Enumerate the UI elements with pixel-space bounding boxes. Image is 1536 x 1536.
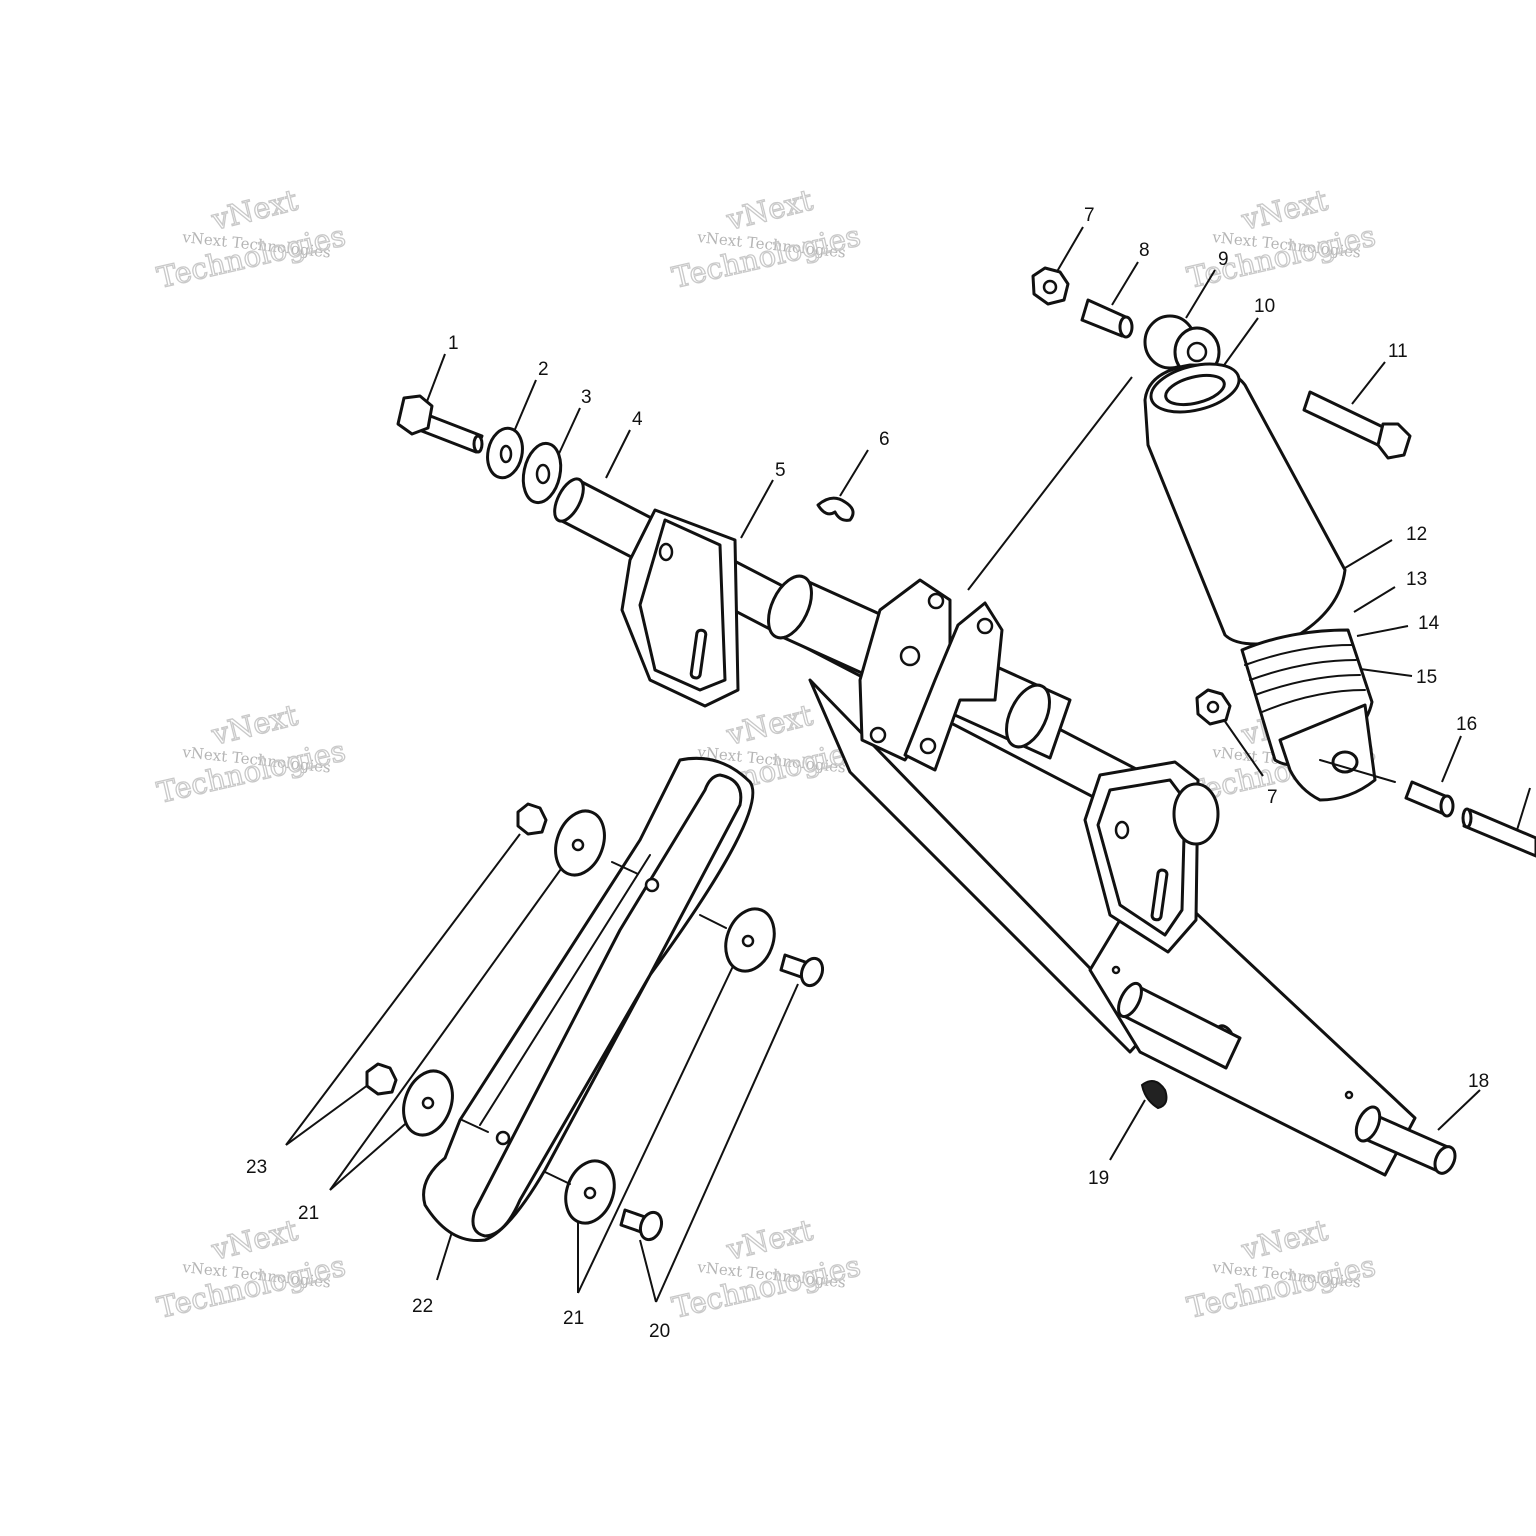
center-clamp-b <box>903 601 1004 772</box>
callout-4: 4 <box>632 409 643 430</box>
callout-20: 20 <box>649 1321 670 1342</box>
leader-lines <box>285 226 1531 1303</box>
bolt-11 <box>1302 390 1412 460</box>
nut-7-top <box>1031 266 1070 306</box>
spacer-16 <box>1404 780 1455 818</box>
watermark-line1: vNext <box>207 183 301 237</box>
callout-21-left: 21 <box>298 1203 319 1224</box>
main-assembly <box>553 477 1457 1177</box>
clip-6 <box>816 496 855 522</box>
watermark-line1: vNext <box>722 698 816 752</box>
callout-18: 18 <box>1468 1071 1489 1092</box>
pin-20-top <box>779 953 825 988</box>
left-bracket <box>620 508 740 708</box>
hardware <box>396 266 1536 1110</box>
callout-14: 14 <box>1418 613 1440 634</box>
callout-11: 11 <box>1388 341 1408 362</box>
watermark-line1: vNext <box>207 698 301 752</box>
watermark: vNext vNext Technologies Technologies <box>153 697 349 810</box>
bushing-9 <box>1143 314 1221 378</box>
watermark-line1: vNext <box>1237 183 1331 237</box>
watermark-line1: vNext <box>722 1213 816 1267</box>
pin-20-bottom <box>619 1208 664 1242</box>
axle <box>1354 1105 1457 1175</box>
washer-2 <box>486 426 524 480</box>
washer-21-a <box>554 809 606 877</box>
link-22 <box>422 756 755 1243</box>
link-assembly <box>365 756 1396 1243</box>
callout-16: 16 <box>1456 714 1477 735</box>
callout-7-lower: 7 <box>1267 787 1278 808</box>
callout-10: 10 <box>1254 296 1275 317</box>
callout-19: 19 <box>1088 1168 1109 1189</box>
watermark: vNext vNext Technologies Technologies <box>153 1212 349 1325</box>
watermark: vNext vNext Technologies Technologies <box>668 182 864 295</box>
callout-9: 9 <box>1218 249 1229 270</box>
shock-absorber <box>1143 362 1377 802</box>
spacer-8 <box>1080 298 1134 339</box>
watermark: vNext vNext Technologies Technologies <box>668 1212 864 1325</box>
watermark: vNext vNext Technologies Technologies <box>153 182 349 295</box>
callout-15: 15 <box>1416 667 1437 688</box>
watermark-line1: vNext <box>722 183 816 237</box>
callout-22: 22 <box>412 1296 433 1317</box>
callout-5: 5 <box>775 460 786 481</box>
clip-19 <box>1140 1080 1168 1110</box>
watermark-line1: vNext <box>207 1213 301 1267</box>
bolt-1 <box>396 394 484 454</box>
washer-21-d <box>564 1159 616 1225</box>
callout-7-top: 7 <box>1084 205 1095 226</box>
nut-7-lower <box>1195 688 1232 726</box>
watermark: vNext vNext Technologies Technologies <box>1183 1212 1379 1325</box>
cross-shaft <box>1117 981 1242 1070</box>
callout-12: 12 <box>1406 524 1427 545</box>
nut-23-bottom <box>365 1062 398 1096</box>
watermark-line1: vNext <box>1237 1213 1331 1267</box>
washer-21-b <box>402 1069 454 1137</box>
callout-13: 13 <box>1406 569 1427 590</box>
watermark: vNext vNext Technologies Technologies <box>1183 182 1379 295</box>
right-bracket <box>1083 760 1220 954</box>
washer-21-c <box>724 907 776 973</box>
callout-23: 23 <box>246 1157 267 1178</box>
callout-8: 8 <box>1139 240 1150 261</box>
callout-3: 3 <box>581 387 592 408</box>
nut-23-top <box>516 802 548 836</box>
bolt-17 <box>1461 807 1536 858</box>
callout-2: 2 <box>538 359 549 380</box>
callouts: 1 2 3 4 5 6 7 8 9 10 11 12 13 14 15 16 7… <box>246 205 1489 1342</box>
washer-3 <box>521 441 563 505</box>
callout-21-bottom: 21 <box>563 1308 584 1329</box>
callout-6: 6 <box>879 429 890 450</box>
callout-1: 1 <box>448 333 459 354</box>
